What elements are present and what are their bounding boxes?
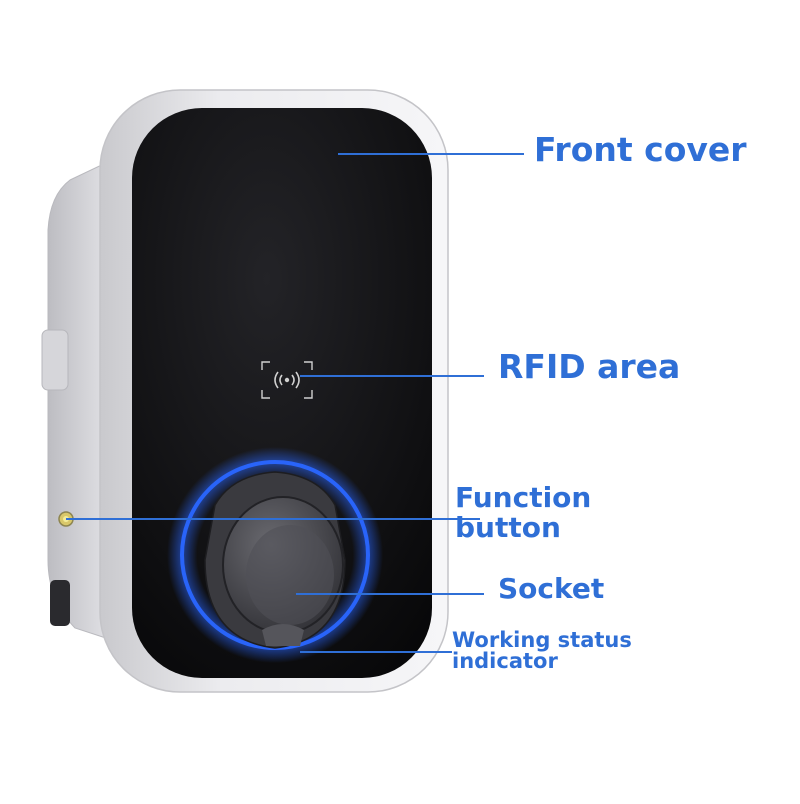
label-function-button: Function button bbox=[455, 481, 592, 545]
label-front-cover-text: Front cover bbox=[534, 130, 747, 169]
label-working-status-line1: Working status bbox=[452, 628, 632, 652]
label-working-status-line2: indicator bbox=[452, 648, 558, 673]
label-rfid-area-text: RFID area bbox=[498, 347, 681, 386]
label-socket-text: Socket bbox=[498, 572, 605, 605]
label-working-status-indicator: Working status indicator bbox=[452, 630, 632, 671]
socket bbox=[204, 471, 346, 649]
label-function-button-line2: button bbox=[455, 511, 561, 545]
leader-lines bbox=[66, 153, 524, 653]
label-function-button-line1: Function bbox=[455, 481, 592, 514]
label-front-cover: Front cover bbox=[534, 132, 747, 168]
label-socket: Socket bbox=[498, 572, 605, 605]
rfid-contactless-icon bbox=[261, 361, 313, 399]
label-rfid-area: RFID area bbox=[498, 349, 680, 385]
